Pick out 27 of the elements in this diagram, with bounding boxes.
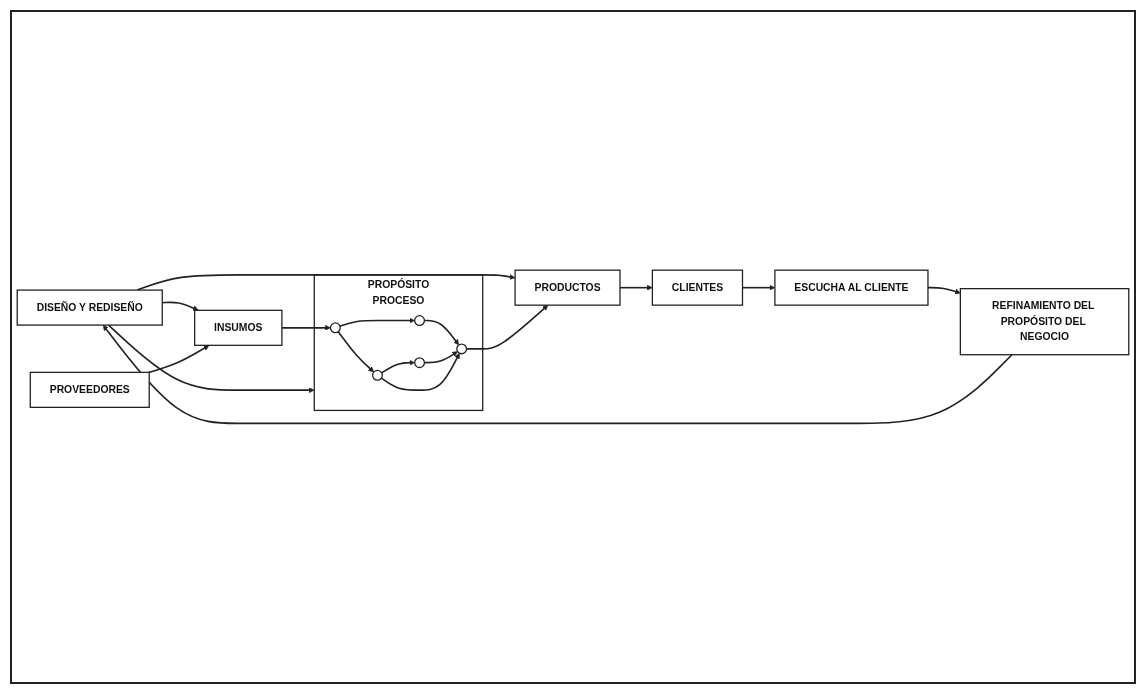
arrow [102,325,1013,425]
node-box: ESCUCHA AL CLIENTE [774,269,929,307]
arrow [136,274,516,292]
arrow [380,360,415,374]
node-box: PROVEEDORES [29,371,150,409]
cluster: PROPÓSITO PROCESO [313,274,484,412]
arrow [423,351,458,364]
arrow [380,353,460,392]
node-circle [329,322,341,334]
node-circle [456,343,468,355]
arrow [107,324,315,394]
arrow [281,325,331,331]
arrow [465,305,549,350]
node-circle [414,357,426,369]
arrow [619,285,653,291]
arrow [927,287,961,295]
node-box: INSUMOS [194,309,283,347]
arrow [337,331,375,373]
node-box: REFINAMIENTO DEL PROPÓSITO DEL NEGOCIO [959,288,1130,356]
arrow [339,317,415,328]
node-circle [414,315,426,327]
node-box: DISEÑO Y REDISEÑO [16,289,163,326]
node-box: CLIENTES [651,269,744,307]
arrow [148,345,210,374]
node-circle [371,370,383,381]
node-box: PRODUCTOS [514,269,621,307]
arrow [423,319,459,346]
